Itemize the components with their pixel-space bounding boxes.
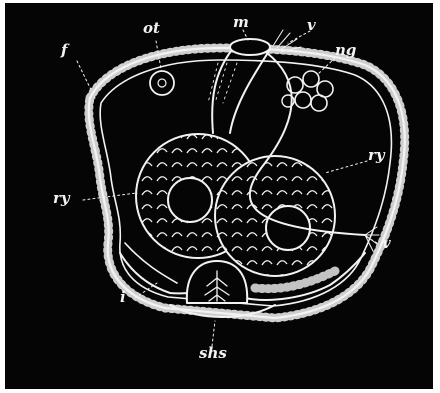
embryo-illustration: f ot m v ng ry ry v i shs bbox=[5, 3, 433, 389]
label-v-right: v bbox=[382, 236, 391, 251]
label-f: f bbox=[61, 43, 67, 58]
label-m: m bbox=[233, 15, 249, 30]
label-i: i bbox=[120, 290, 126, 305]
nerve-ganglion bbox=[282, 71, 333, 111]
label-shs: shs bbox=[199, 346, 227, 361]
label-ng: ng bbox=[335, 43, 356, 58]
label-ot: ot bbox=[143, 21, 160, 36]
label-ry-right: ry bbox=[368, 148, 385, 163]
nucleus-left bbox=[168, 178, 212, 222]
mouth-tube bbox=[208, 39, 270, 133]
label-ry-left: ry bbox=[53, 191, 70, 206]
label-v-top: v bbox=[307, 18, 316, 33]
otocyst bbox=[150, 71, 174, 95]
